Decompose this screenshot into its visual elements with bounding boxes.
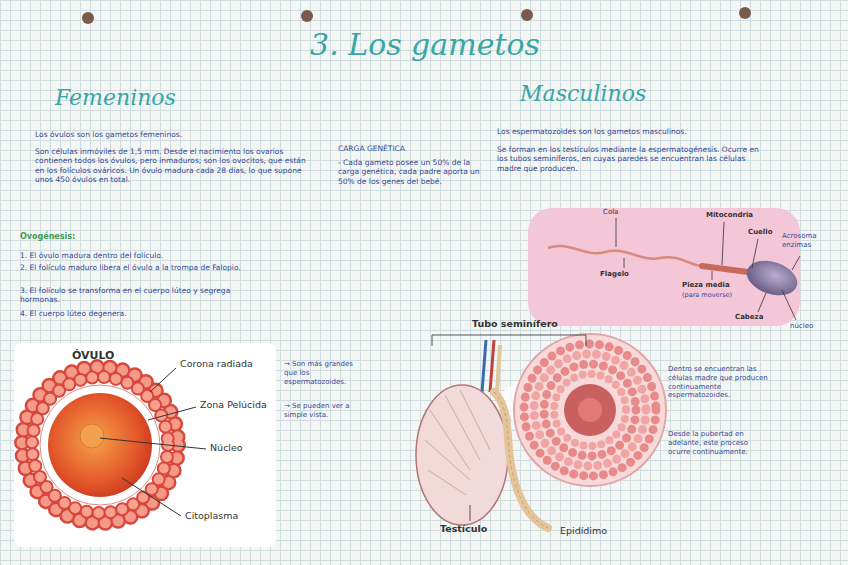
figure-title: Tubo seminífero	[472, 318, 592, 330]
list-item: 4. El cuerpo lúteo degenera.	[20, 309, 270, 318]
ovum-drawing	[22, 367, 178, 523]
subheading: Ovogénesis:	[20, 232, 160, 242]
subheading: CARGA GENÉTICA	[338, 144, 478, 153]
note-text: - Cada gameto posee un 50% de la carga g…	[338, 158, 486, 186]
part-label: Cabeza	[735, 313, 775, 322]
list-item: 3. El folículo se transforma en el cuerp…	[20, 286, 270, 305]
punch-holes	[82, 7, 751, 24]
part-label: Epidídimo	[560, 525, 635, 537]
part-label: núcleo	[790, 322, 830, 331]
note-text: Los óvulos son los gametos femeninos.	[35, 130, 310, 139]
note-text: → Se pueden ver a simple vista.	[284, 402, 360, 420]
section-heading: Masculinos	[520, 82, 710, 106]
testis-drawing	[416, 334, 666, 528]
section-heading: Femeninos	[55, 86, 225, 110]
note-text: Dentro se encuentran las células madre q…	[668, 365, 770, 400]
figure-title: ÓVULO	[72, 349, 142, 363]
part-label: Zona Pelúcida	[200, 399, 274, 411]
part-label: Pieza media	[682, 281, 737, 290]
sperm-drawing	[548, 246, 802, 301]
note-text: Desde la pubertad en adelante, este proc…	[668, 430, 770, 456]
list-item: 2. El folículo maduro libera el óvulo a …	[20, 263, 270, 272]
note-text: → Son más grandes que los espermatozoide…	[284, 360, 360, 386]
tube-bracket	[432, 335, 586, 521]
note-text: (para moverse)	[682, 291, 742, 299]
part-label: Acrosoma enzimas	[782, 232, 838, 250]
leader-lines	[100, 368, 206, 516]
note-text: Se forman en los testículos mediante la …	[497, 145, 765, 173]
part-label: Cola	[603, 208, 643, 217]
ovum-panel	[14, 343, 276, 547]
note-text: Son células inmóviles de 1,5 mm. Desde e…	[35, 147, 307, 185]
part-label: Testículo	[440, 523, 515, 535]
list-item: 1. El óvulo madura dentro del folículo.	[20, 251, 310, 260]
part-label: Núcleo	[210, 442, 270, 454]
part-label: Corona radiada	[180, 358, 272, 370]
sperm-leaders	[616, 218, 800, 320]
part-label: Citoplasma	[185, 510, 265, 522]
part-label: Flagelo	[600, 270, 645, 279]
part-label: Mitocondria	[706, 211, 766, 220]
note-text: Los espermatozoides son los gametos masc…	[497, 127, 772, 136]
page-title: 3. Los gametos	[300, 28, 550, 61]
